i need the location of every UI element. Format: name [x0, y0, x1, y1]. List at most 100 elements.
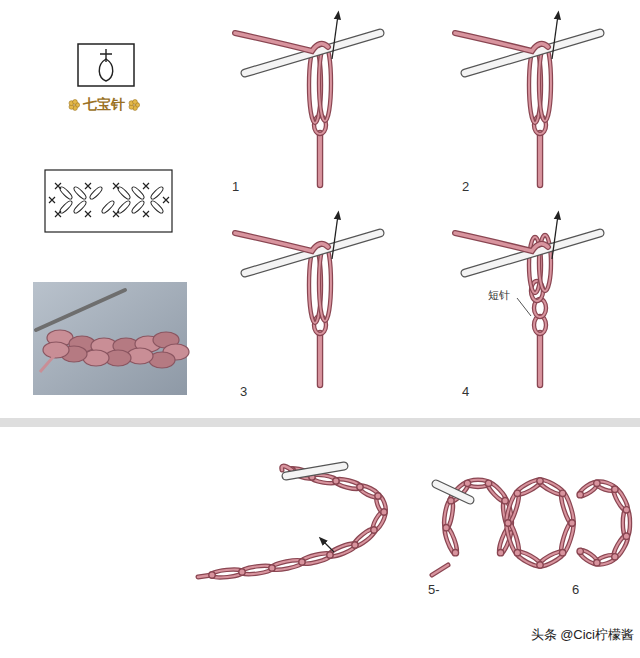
knot — [612, 554, 618, 560]
yarn — [318, 133, 322, 185]
yarn-loop — [485, 480, 508, 504]
yarn — [282, 466, 292, 470]
yarn-loop — [539, 45, 551, 121]
knot — [269, 565, 275, 571]
knot — [623, 507, 629, 513]
knot — [502, 497, 508, 503]
knot — [448, 497, 454, 503]
stitch-oval — [117, 186, 132, 201]
step-drawings — [235, 15, 600, 385]
crochet-hook — [436, 484, 470, 500]
yarn-loop — [319, 245, 331, 321]
step — [235, 15, 380, 185]
knot — [514, 490, 520, 496]
yarn — [317, 133, 324, 185]
step — [455, 215, 600, 385]
knot — [559, 490, 565, 496]
yarn-loop — [357, 483, 380, 499]
yarn-loop — [374, 494, 387, 514]
stitch-x — [85, 183, 91, 189]
watermark: 头条 @Cici柠檬酱 — [531, 628, 634, 642]
yarn-loop — [537, 549, 565, 569]
stitch-oval — [59, 186, 74, 201]
yarn-loop — [319, 245, 331, 321]
knot — [239, 569, 245, 575]
leader-line — [517, 298, 531, 316]
yarn-loop — [515, 477, 543, 497]
knot — [569, 520, 575, 526]
photo-yarn — [36, 290, 189, 372]
yarn — [317, 333, 324, 385]
knot — [464, 480, 470, 486]
step — [235, 215, 380, 385]
chain-6 — [432, 477, 630, 575]
chain-drawings — [198, 466, 630, 579]
symbol-box — [78, 44, 134, 86]
yarn — [455, 33, 548, 51]
yarn-loop — [577, 548, 599, 567]
stitch-x — [163, 197, 169, 203]
knot — [485, 480, 491, 486]
yarn — [432, 565, 448, 575]
yarn-loop — [577, 548, 599, 567]
stitch-oval — [73, 186, 88, 201]
knot — [371, 527, 377, 533]
yarn-loop — [352, 527, 377, 549]
knot — [452, 549, 458, 555]
stitch-oval — [150, 186, 165, 201]
yarn-loop — [357, 483, 380, 499]
knot — [559, 549, 565, 555]
top-panel — [0, 0, 640, 418]
knot — [569, 520, 575, 526]
yarn-loop — [537, 477, 565, 497]
knot — [209, 572, 215, 578]
yarn-loop — [611, 534, 630, 560]
step-number: 6 — [572, 583, 579, 597]
stitch-oval — [150, 200, 165, 215]
yarn-loop — [241, 564, 274, 575]
yarn-loop — [539, 45, 551, 121]
yarn-loop — [241, 564, 274, 575]
direction-arrow — [332, 215, 338, 259]
bottom-panel — [0, 427, 640, 658]
yarn-loop — [577, 480, 599, 499]
photo-yarn — [40, 350, 60, 372]
crochet-hook — [286, 466, 344, 476]
yarn-loop — [370, 509, 387, 532]
yarn — [538, 333, 542, 385]
stitch-oval — [117, 200, 132, 215]
stitch-oval — [59, 200, 74, 215]
yarn — [432, 565, 448, 575]
yarn-loop — [319, 45, 331, 121]
stitch-x — [85, 211, 91, 217]
stitch-x — [49, 197, 55, 203]
yarn-loop — [515, 549, 543, 569]
knot — [299, 559, 305, 565]
stitch-chart — [49, 183, 169, 217]
chain-5 — [198, 466, 388, 579]
knot — [505, 520, 511, 526]
panel-separator — [0, 418, 640, 427]
direction-arrow — [552, 15, 558, 59]
knot — [327, 552, 333, 558]
yarn-loop — [611, 487, 630, 513]
step-number: 3 — [240, 385, 247, 399]
stitch-oval — [73, 200, 88, 215]
knot — [537, 478, 543, 484]
yarn-loop — [352, 527, 377, 549]
yarn — [538, 133, 542, 185]
knot — [577, 492, 583, 498]
stitch-oval — [101, 200, 116, 215]
yarn-loop — [485, 480, 508, 504]
step-number: 4 — [462, 385, 469, 399]
stitch-oval — [131, 186, 146, 201]
yarn — [235, 233, 328, 251]
knot — [497, 549, 503, 555]
flower-ornament — [73, 100, 78, 105]
step-number: 1 — [232, 180, 239, 194]
stitch-x — [143, 183, 149, 189]
direction-arrow — [552, 215, 558, 259]
yarn-loop — [611, 534, 630, 560]
yarn — [282, 466, 292, 470]
